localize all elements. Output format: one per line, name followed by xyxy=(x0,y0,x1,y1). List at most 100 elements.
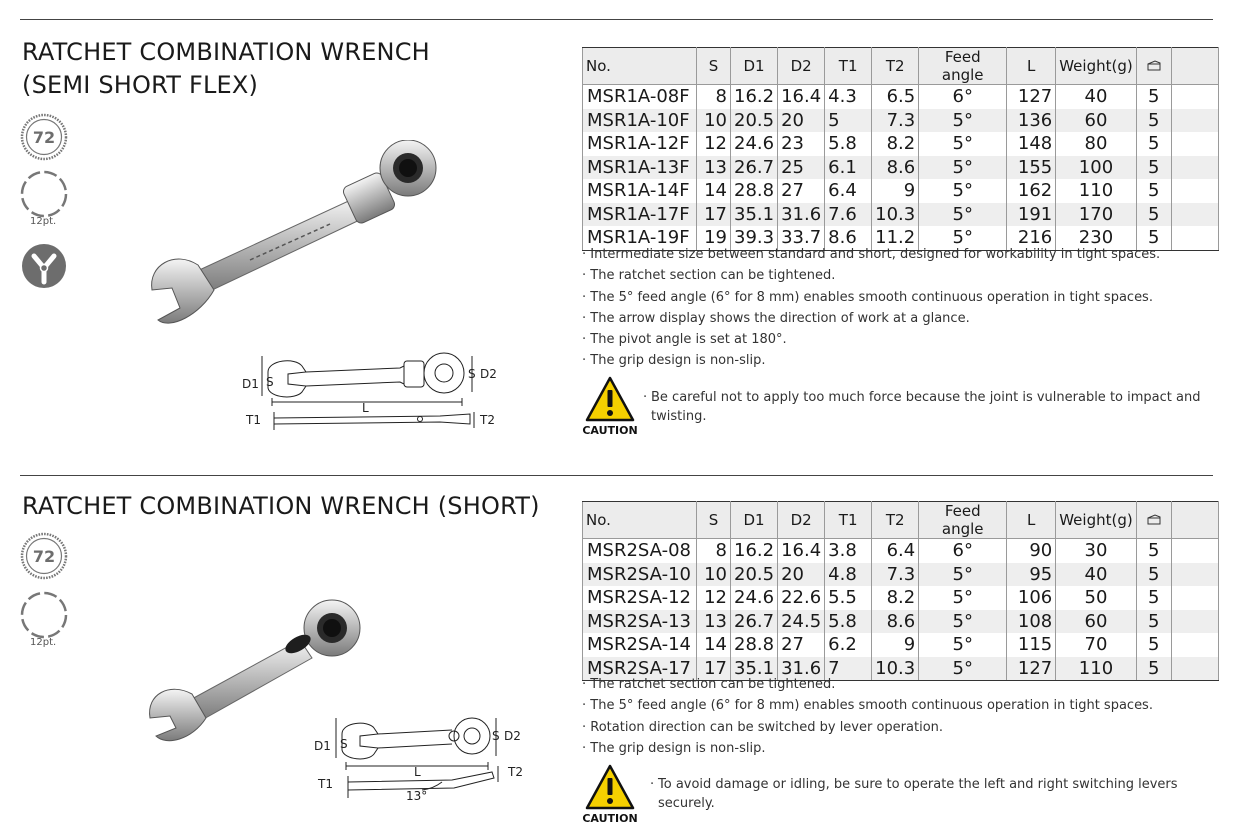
cell-d1: 16.2 xyxy=(729,538,779,563)
cell-feed-angle: 5° xyxy=(918,633,1008,657)
section-2-title: RATCHET COMBINATION WRENCH (SHORT) xyxy=(22,492,540,520)
cell-package-qty: 5 xyxy=(1135,84,1172,109)
col-header-blank xyxy=(1170,501,1219,539)
short-wrench-dimension-diagram: D1 S S D2 L T1 T2 13° xyxy=(314,717,523,803)
cell-feed-angle: 5° xyxy=(918,155,1008,179)
cell-d2: 20 xyxy=(777,108,826,132)
col-header-t1: T1 xyxy=(824,47,873,85)
cell-feed-angle: 6° xyxy=(918,84,1008,109)
col-header-no: No. xyxy=(582,501,697,539)
cell-feed-angle: 5° xyxy=(918,562,1008,586)
cell-t2: 7.3 xyxy=(871,562,920,586)
cell-feed-angle: 5° xyxy=(918,202,1008,226)
cell-blank xyxy=(1170,202,1219,226)
cell-package-qty: 5 xyxy=(1135,155,1172,179)
twelve-point-caption: 12pt. xyxy=(30,216,57,227)
cell-l: 136 xyxy=(1006,108,1057,132)
col-header-t1: T1 xyxy=(824,501,873,539)
cell-d2: 27 xyxy=(777,179,826,203)
cell-t2: 9 xyxy=(871,179,920,203)
section-divider-top xyxy=(20,19,1213,20)
flex-head-badge xyxy=(20,242,68,294)
cell-t1: 5.8 xyxy=(824,132,873,156)
cell-no: MSR1A-12F xyxy=(582,132,697,156)
short-wrench-photo xyxy=(149,599,361,742)
cell-s: 14 xyxy=(696,179,731,203)
cell-feed-angle: 5° xyxy=(918,108,1008,132)
cell-package-qty: 5 xyxy=(1135,609,1172,633)
cell-s: 14 xyxy=(696,633,731,657)
cell-s: 8 xyxy=(696,538,731,563)
feature-note: Intermediate size between standard and s… xyxy=(582,244,1202,265)
cell-d1: 28.8 xyxy=(729,179,779,203)
cell-l: 155 xyxy=(1006,155,1057,179)
caution-block-1: CAUTION xyxy=(582,376,638,437)
cell-s: 10 xyxy=(696,562,731,586)
cell-weight: 40 xyxy=(1055,84,1137,109)
caution-text-1: ·Be careful not to apply too much force … xyxy=(643,390,1201,424)
cell-t1: 5.5 xyxy=(824,586,873,610)
gear-72-teeth-icon: 72 xyxy=(20,532,68,580)
cell-l: 95 xyxy=(1006,562,1057,586)
cell-blank xyxy=(1170,155,1219,179)
col-header-d1: D1 xyxy=(729,47,779,85)
cell-d2: 22.6 xyxy=(777,586,826,610)
feature-note: The 5° feed angle (6° for 8 mm) enables … xyxy=(582,695,1202,716)
diagram-label-s-right: S xyxy=(492,729,500,743)
cell-l: 148 xyxy=(1006,132,1057,156)
cell-d2: 27 xyxy=(777,633,826,657)
cell-blank xyxy=(1170,179,1219,203)
cell-no: MSR2SA-14 xyxy=(582,633,697,657)
diagram-label-d2: D2 xyxy=(504,729,521,743)
diagram-label-l: L xyxy=(414,765,421,779)
cell-weight: 30 xyxy=(1055,538,1137,563)
table-header-row: No. S D1 D2 T1 T2 Feed angle L Weight(g) xyxy=(582,47,1219,85)
section-divider-middle xyxy=(20,475,1213,476)
diagram-label-angle: 13° xyxy=(406,789,427,803)
cell-l: 106 xyxy=(1006,586,1057,610)
cell-t2: 8.2 xyxy=(871,586,920,610)
cell-package-qty: 5 xyxy=(1135,538,1172,563)
cell-t1: 7.6 xyxy=(824,202,873,226)
twelve-point-caption: 12pt. xyxy=(30,637,57,648)
cell-feed-angle: 5° xyxy=(918,179,1008,203)
cell-weight: 110 xyxy=(1055,179,1137,203)
cell-weight: 60 xyxy=(1055,609,1137,633)
cell-t2: 7.3 xyxy=(871,108,920,132)
diagram-label-d2: D2 xyxy=(480,367,497,381)
diagram-label-t1: T1 xyxy=(245,413,261,427)
diagram-label-t1: T1 xyxy=(317,777,333,791)
table-header-row: No. S D1 D2 T1 T2 Feed angle L Weight(g) xyxy=(582,501,1219,539)
col-header-t2: T2 xyxy=(871,47,920,85)
cell-blank xyxy=(1170,633,1219,657)
col-header-blank xyxy=(1170,47,1219,85)
cell-t2: 8.2 xyxy=(871,132,920,156)
diagram-label-l: L xyxy=(362,401,369,415)
flex-wrench-dimension-diagram: D1 S S D2 L T1 T2 xyxy=(242,352,497,430)
cell-feed-angle: 5° xyxy=(918,609,1008,633)
cell-d1: 16.2 xyxy=(729,84,779,109)
cell-no: MSR1A-14F xyxy=(582,179,697,203)
twelve-point-badge xyxy=(20,170,68,222)
cell-no: MSR1A-10F xyxy=(582,108,697,132)
cell-d1: 20.5 xyxy=(729,562,779,586)
cell-weight: 40 xyxy=(1055,562,1137,586)
col-header-weight: Weight(g) xyxy=(1055,501,1137,539)
feature-note: The arrow display shows the direction of… xyxy=(582,308,1202,329)
col-header-package-qty xyxy=(1135,47,1172,85)
caution-block-2: CAUTION xyxy=(582,764,638,825)
cell-s: 12 xyxy=(696,132,731,156)
cell-weight: 60 xyxy=(1055,108,1137,132)
feature-note: The 5° feed angle (6° for 8 mm) enables … xyxy=(582,287,1202,308)
feature-note: The ratchet section can be tightened. xyxy=(582,674,1202,695)
col-header-weight: Weight(g) xyxy=(1055,47,1137,85)
cell-t2: 8.6 xyxy=(871,155,920,179)
cell-t1: 6.1 xyxy=(824,155,873,179)
cell-t2: 6.4 xyxy=(871,538,920,563)
cell-d2: 25 xyxy=(777,155,826,179)
cell-t1: 4.8 xyxy=(824,562,873,586)
